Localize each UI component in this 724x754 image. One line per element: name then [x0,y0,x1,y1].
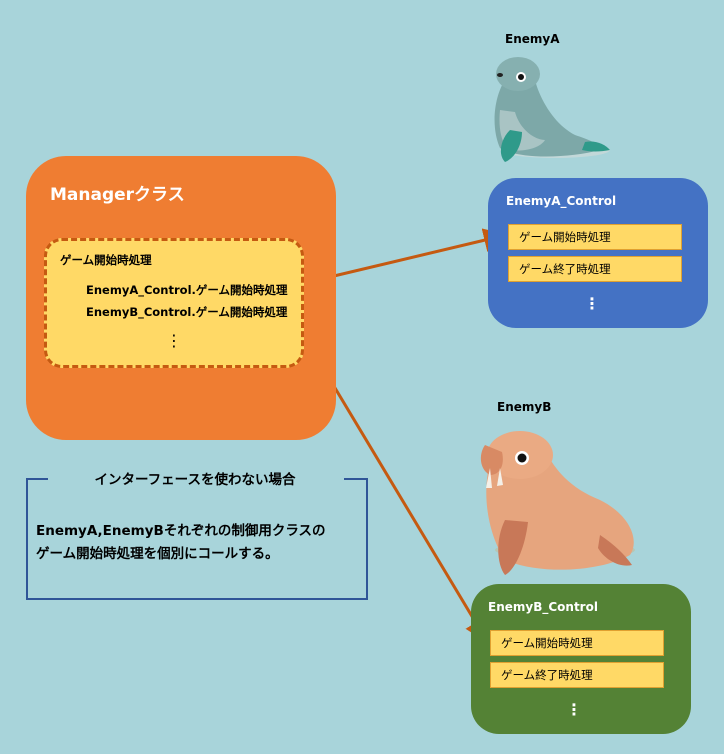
manager-start-process-box [44,238,304,368]
process-ellipsis: ⋮ [166,331,182,350]
note-box [26,478,368,600]
enemy-a-control-title: EnemyA_Control [506,194,617,208]
manager-title: Managerクラス [50,185,185,205]
enemy-b-method-start: ゲーム開始時処理 [490,630,664,656]
enemy-b-control-box [471,584,691,734]
seal-icon [494,57,610,162]
call-enemy-b: EnemyB_Control.ゲーム開始時処理 [86,305,288,319]
process-title: ゲーム開始時処理 [60,253,152,267]
enemy-b-control-title: EnemyB_Control [488,600,598,614]
enemy-a-ellipsis: ⋮ [584,294,600,313]
call-enemy-a: EnemyA_Control.ゲーム開始時処理 [86,283,288,297]
enemy-a-method-end: ゲーム終了時処理 [508,256,682,282]
note-title: インターフェースを使わない場合 [94,472,296,488]
note-line-2: ゲーム開始時処理を個別にコールする。 [36,546,279,562]
note-line-1: EnemyA,EnemyBそれぞれの制御用クラスの [36,523,326,539]
enemy-b-ellipsis: ⋮ [566,700,582,719]
enemy-b-label: EnemyB [497,400,552,414]
enemy-a-method-start: ゲーム開始時処理 [508,224,682,250]
enemy-a-label: EnemyA [505,32,560,46]
enemy-a-control-box [488,178,708,328]
walrus-icon [480,431,635,575]
enemy-b-method-end: ゲーム終了時処理 [490,662,664,688]
note-title-gap [48,470,344,486]
